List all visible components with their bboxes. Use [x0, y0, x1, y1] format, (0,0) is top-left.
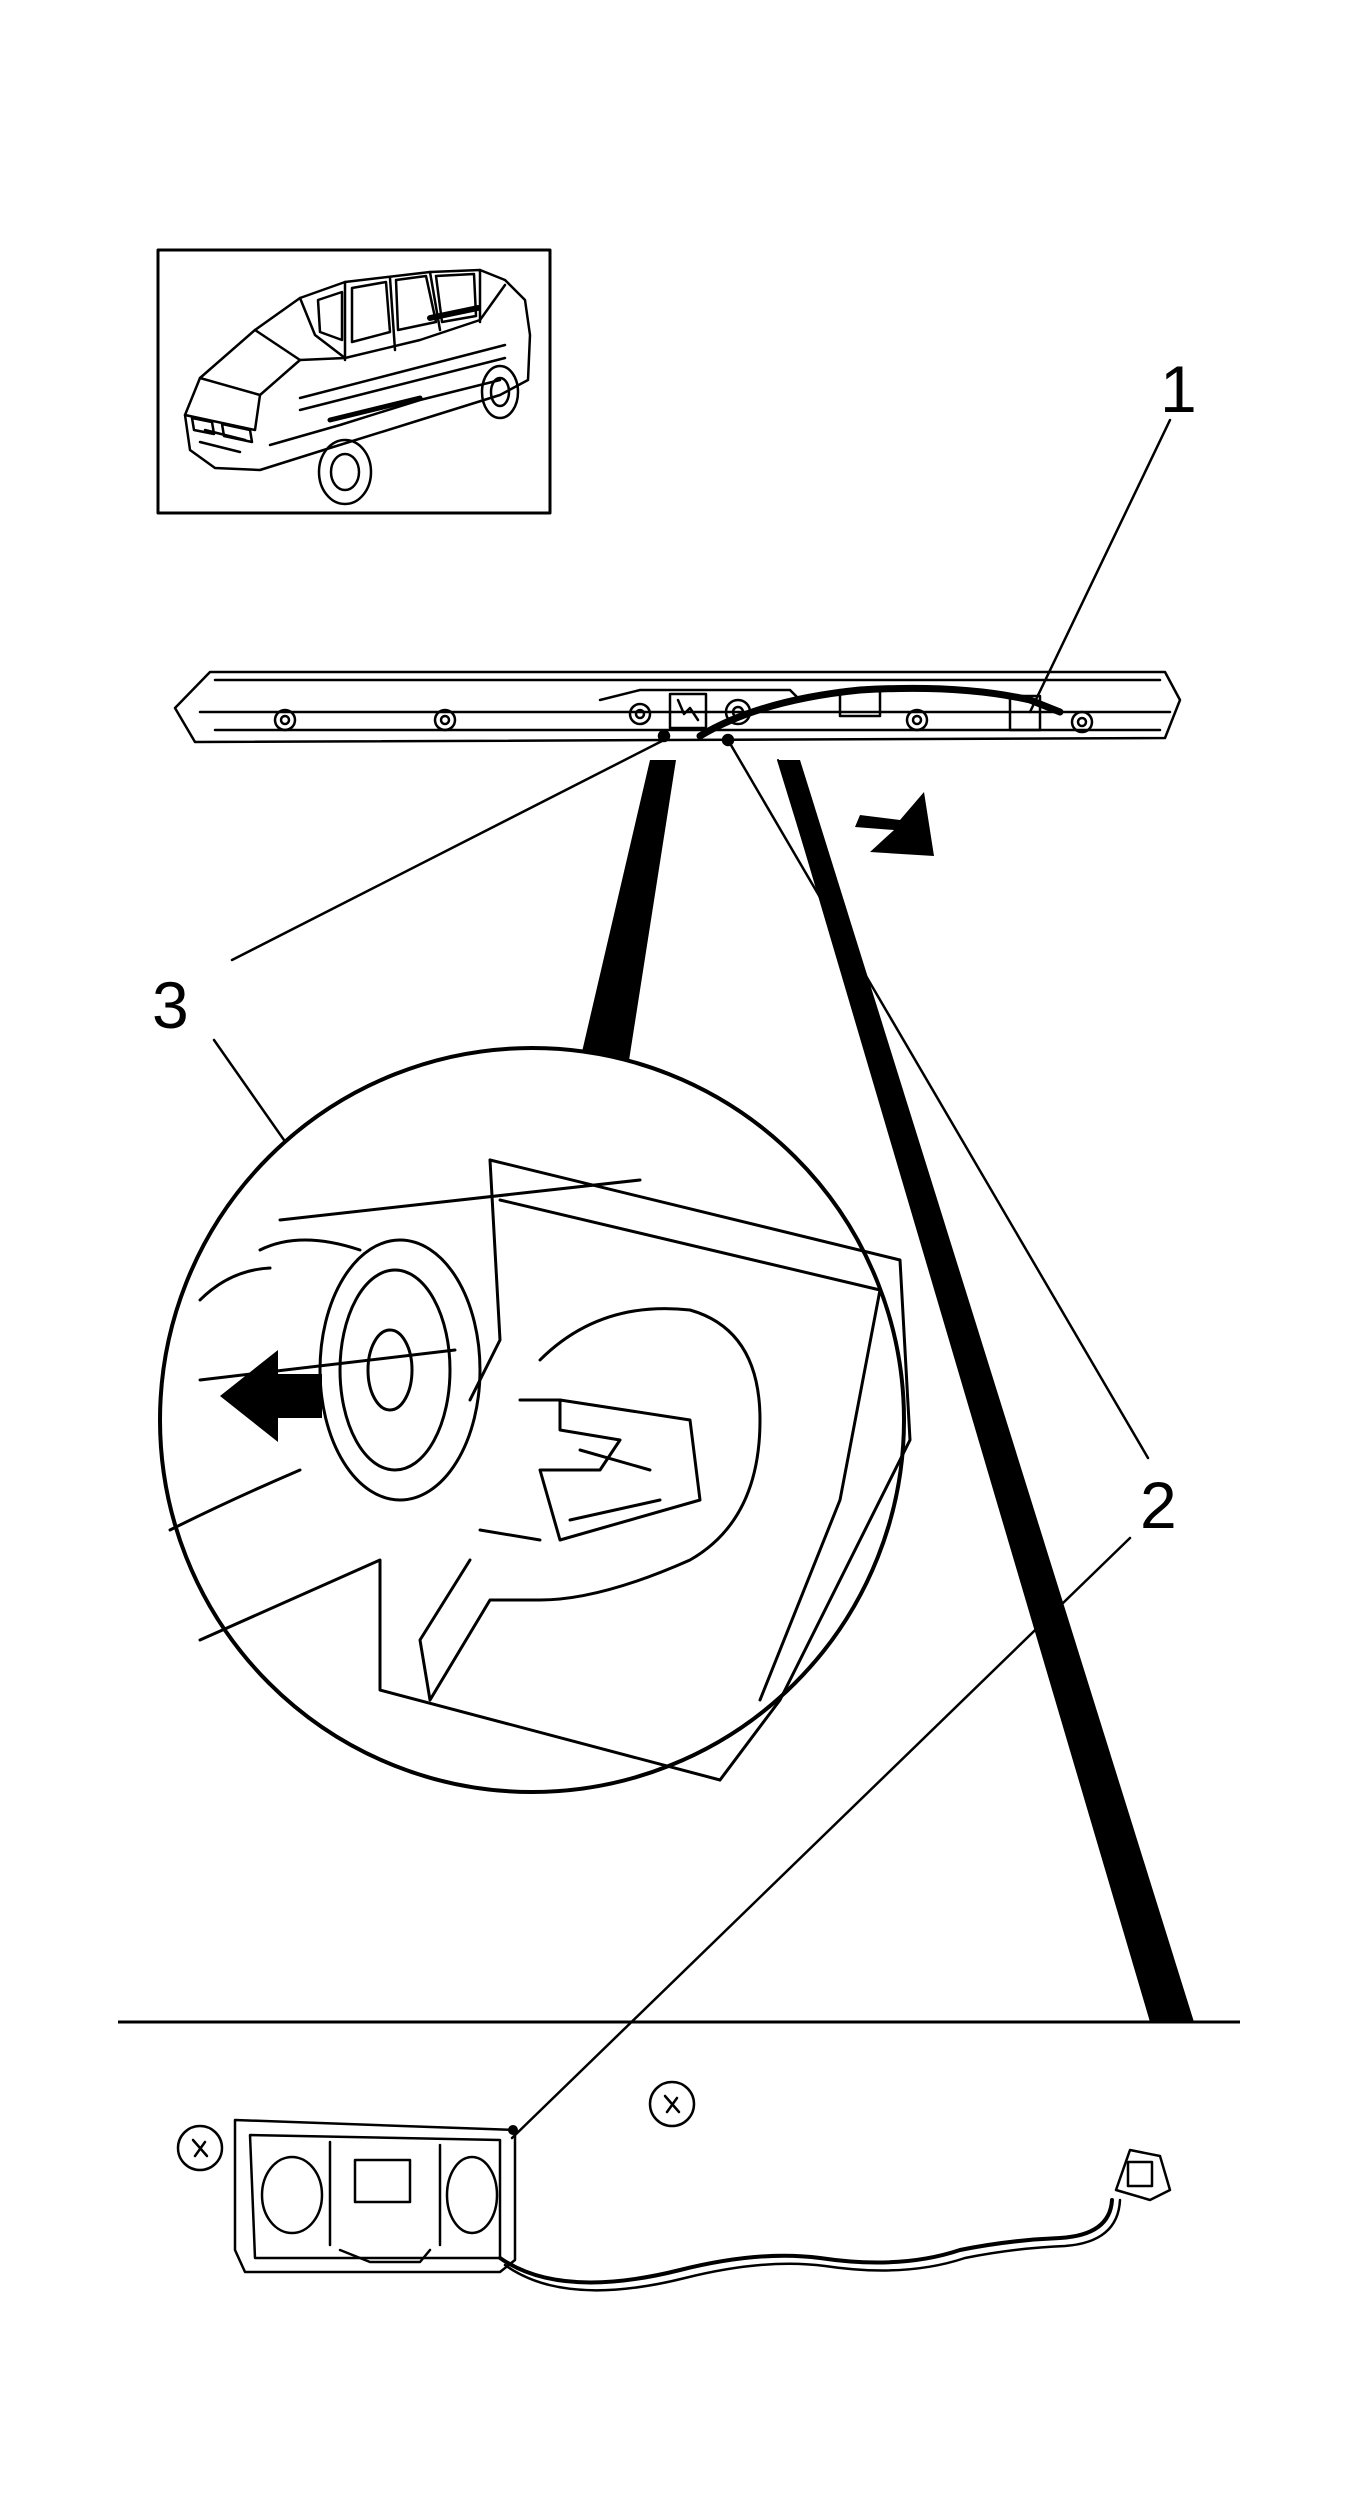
locator-frame: [156, 248, 552, 515]
callout-2: 2: [1140, 1468, 1177, 1542]
callout-3: 3: [152, 968, 189, 1042]
zoom-beam: [568, 760, 1194, 2022]
callout-1: 1: [1160, 352, 1197, 426]
fastener-screw-icon: [273, 698, 1094, 734]
interior-light-assembly: [233, 2118, 1172, 2292]
trim-panel: [173, 670, 1182, 747]
car-locator-inset: [156, 248, 552, 515]
fastener-screw-icon: [176, 2080, 696, 2172]
car-locator-icon: [183, 268, 532, 506]
detail-magnifier: [158, 1046, 912, 1794]
release-direction-arrow-icon: [220, 1350, 322, 1442]
removal-direction-arrow-icon: [855, 792, 934, 856]
